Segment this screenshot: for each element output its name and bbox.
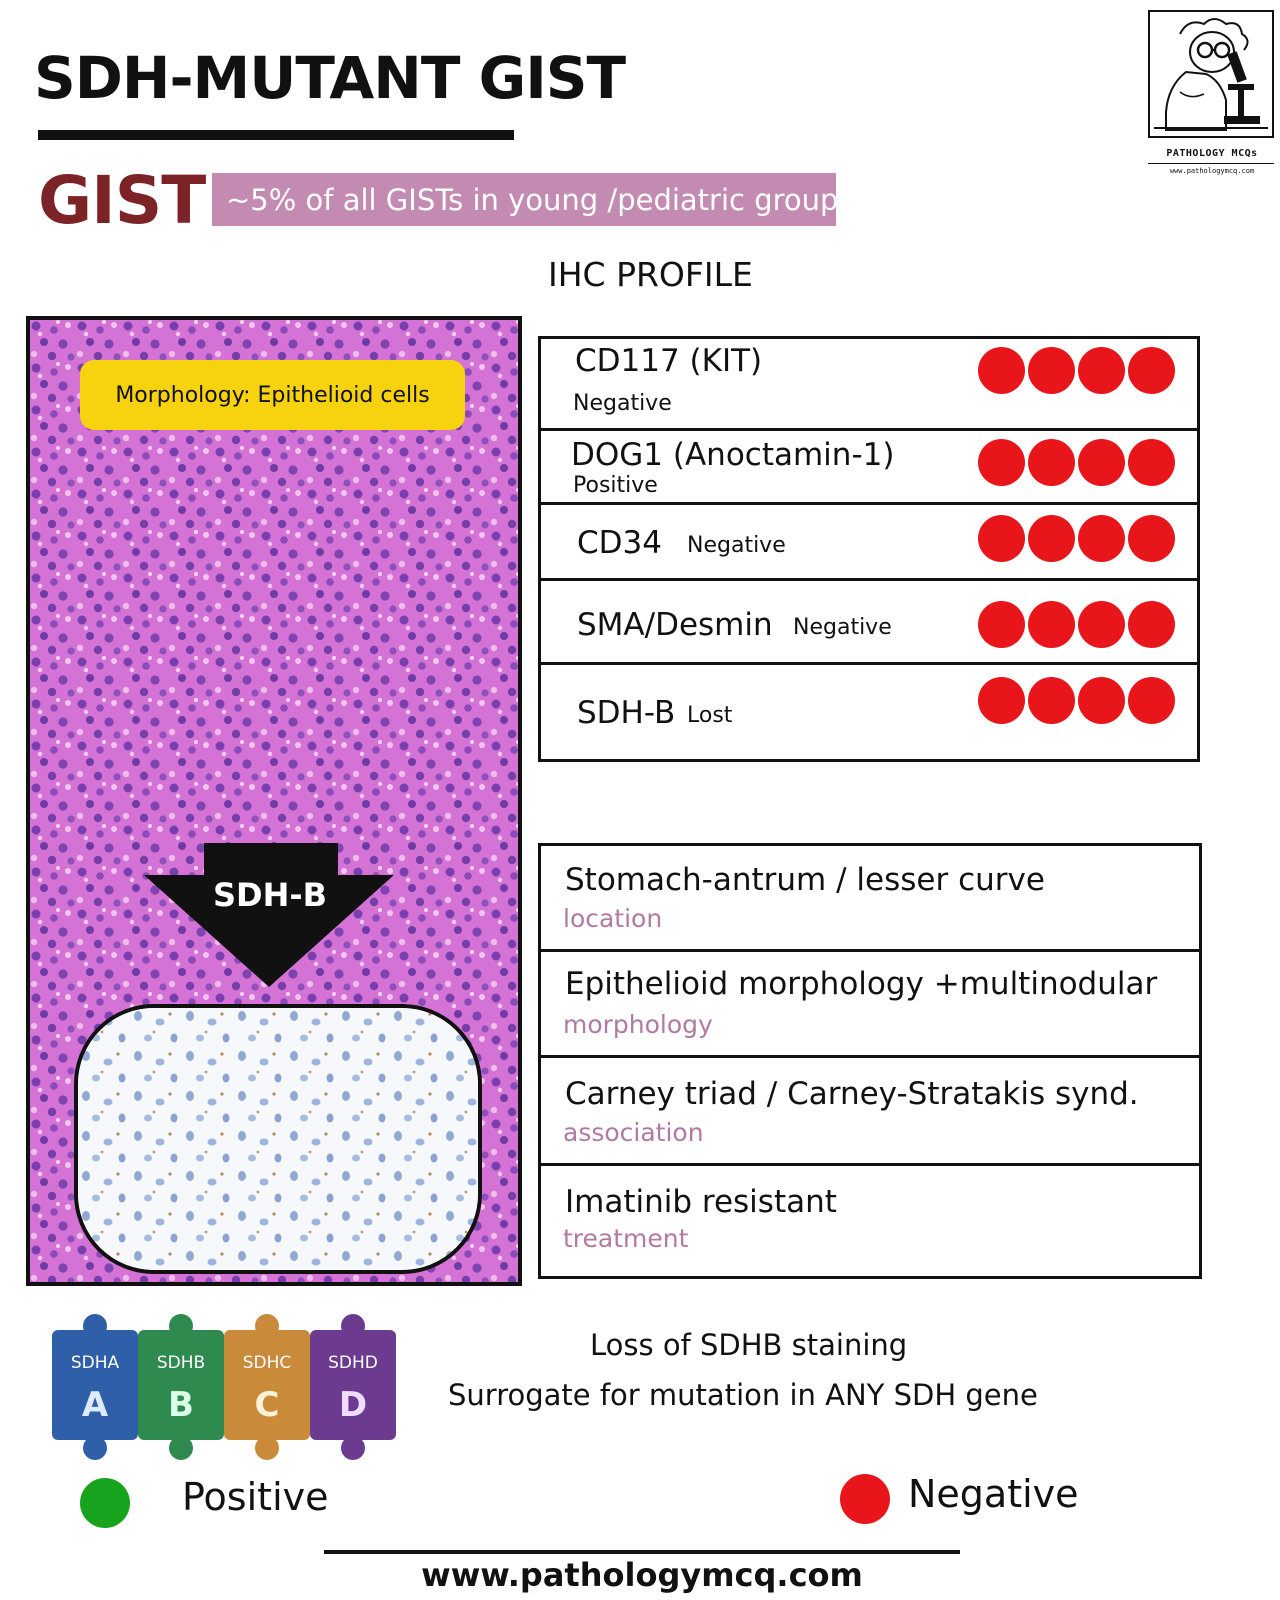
negative-dot (1028, 677, 1075, 724)
puzzle-label: SDHC (243, 1353, 292, 1373)
ihc-marker-name: CD34 (577, 525, 662, 561)
footer-divider (324, 1550, 960, 1554)
ihc-row-dog1: DOG1 (Anoctamin-1) Positive (541, 431, 1197, 505)
page-title: SDH-MUTANT GIST (34, 44, 626, 112)
ihc-row-cd34: CD34 Negative (541, 505, 1197, 581)
puzzle-piece-sdhc: SDHC C (224, 1314, 310, 1460)
ihc-dots (978, 439, 1175, 486)
negative-dot (1128, 515, 1175, 562)
negative-dot (1078, 347, 1125, 394)
ihc-profile-table: CD117 (KIT) Negative DOG1 (Anoctamin-1) … (538, 336, 1200, 762)
ihc-marker-name: DOG1 (Anoctamin-1) (571, 437, 895, 473)
negative-dot (1128, 439, 1175, 486)
logo-name: PATHOLOGY MCQs (1166, 148, 1258, 159)
ihc-marker-result: Negative (793, 615, 892, 640)
morphology-label-text: Morphology: Epithelioid cells (115, 382, 430, 408)
puzzle-letter: C (255, 1385, 280, 1425)
negative-dot (1128, 677, 1175, 724)
negative-dot (1028, 601, 1075, 648)
negative-dot (1078, 677, 1125, 724)
feature-text: Stomach-antrum / lesser curve (565, 862, 1045, 898)
sdh-puzzle-icon: SDHA A SDHB B SDHC C SDHD D (52, 1314, 396, 1460)
negative-dot (978, 439, 1025, 486)
ihc-row-sma-desmin: SMA/Desmin Negative (541, 581, 1197, 665)
puzzle-label: SDHD (328, 1353, 378, 1373)
negative-dot (1028, 347, 1075, 394)
feature-text: Carney triad / Carney-Stratakis synd. (565, 1076, 1139, 1112)
negative-dot (978, 347, 1025, 394)
feature-row-treatment: Imatinib resistant treatment (541, 1166, 1199, 1276)
sdhb-surrogate-note: Surrogate for mutation in ANY SDH gene (448, 1378, 1038, 1412)
negative-dot (1128, 347, 1175, 394)
feature-category: association (563, 1118, 704, 1147)
negative-dot (1028, 515, 1075, 562)
negative-dot (1078, 601, 1125, 648)
incidence-banner-text: ~5% of all GISTs in young /pediatric gro… (226, 182, 839, 217)
puzzle-label: SDHB (157, 1353, 205, 1373)
ihc-dots (978, 601, 1175, 648)
ihc-dots (978, 515, 1175, 562)
ihc-marker-result: Positive (573, 473, 658, 498)
histology-image (26, 316, 522, 1286)
feature-text: Epithelioid morphology +multinodular (565, 966, 1158, 1002)
logo-url: www.pathologymcq.com (1169, 167, 1255, 175)
negative-dot (1128, 601, 1175, 648)
down-arrow-icon (144, 843, 394, 987)
puzzle-piece-sdhd: SDHD D (310, 1314, 396, 1460)
feature-category: morphology (563, 1010, 713, 1039)
legend-positive-label: Positive (182, 1475, 329, 1519)
ihc-marker-name: SMA/Desmin (577, 607, 773, 643)
negative-dot-icon (840, 1474, 890, 1524)
negative-dot (978, 601, 1025, 648)
feature-category: location (563, 904, 663, 933)
feature-row-location: Stomach-antrum / lesser curve location (541, 846, 1199, 952)
ihc-marker-result: Negative (573, 391, 672, 416)
features-table: Stomach-antrum / lesser curve location E… (538, 843, 1202, 1279)
gist-heading: GIST (38, 162, 206, 239)
puzzle-piece-sdhb: SDHB B (138, 1314, 224, 1460)
feature-text: Imatinib resistant (565, 1184, 837, 1220)
ihc-marker-name: CD117 (KIT) (575, 343, 763, 379)
sdhb-ihc-inset (74, 1004, 482, 1274)
feature-row-association: Carney triad / Carney-Stratakis synd. as… (541, 1058, 1199, 1166)
incidence-banner: ~5% of all GISTs in young /pediatric gro… (212, 173, 839, 226)
puzzle-letter: B (168, 1385, 194, 1425)
ihc-dots (978, 677, 1175, 724)
morphology-label: Morphology: Epithelioid cells (80, 360, 465, 430)
title-underline (38, 130, 514, 140)
ihc-row-sdhb: SDH-B Lost (541, 665, 1197, 759)
puzzle-label: SDHA (71, 1353, 120, 1373)
negative-dot (1078, 515, 1125, 562)
negative-dot (1028, 439, 1075, 486)
puzzle-piece-sdha: SDHA A (52, 1314, 138, 1460)
puzzle-letter: A (82, 1385, 109, 1425)
ihc-marker-result: Negative (687, 533, 786, 558)
feature-category: treatment (563, 1224, 689, 1253)
feature-row-morphology: Epithelioid morphology +multinodular mor… (541, 952, 1199, 1058)
ihc-row-cd117: CD117 (KIT) Negative (541, 339, 1197, 431)
sdhb-loss-note: Loss of SDHB staining (590, 1328, 908, 1362)
negative-dot (978, 677, 1025, 724)
logo-divider (1148, 163, 1274, 164)
negative-dot (978, 515, 1025, 562)
positive-dot-icon (80, 1478, 130, 1528)
ihc-profile-heading: IHC PROFILE (548, 255, 753, 294)
arrow-label: SDH-B (212, 876, 328, 914)
ihc-marker-result: Lost (687, 703, 733, 728)
scientist-logo-icon (1148, 10, 1274, 138)
ihc-marker-name: SDH-B (577, 695, 676, 731)
legend-negative-label: Negative (908, 1472, 1079, 1516)
puzzle-letter: D (339, 1385, 367, 1425)
negative-dot (1078, 439, 1125, 486)
ihc-dots (978, 347, 1175, 394)
footer-url: www.pathologymcq.com (421, 1556, 863, 1594)
